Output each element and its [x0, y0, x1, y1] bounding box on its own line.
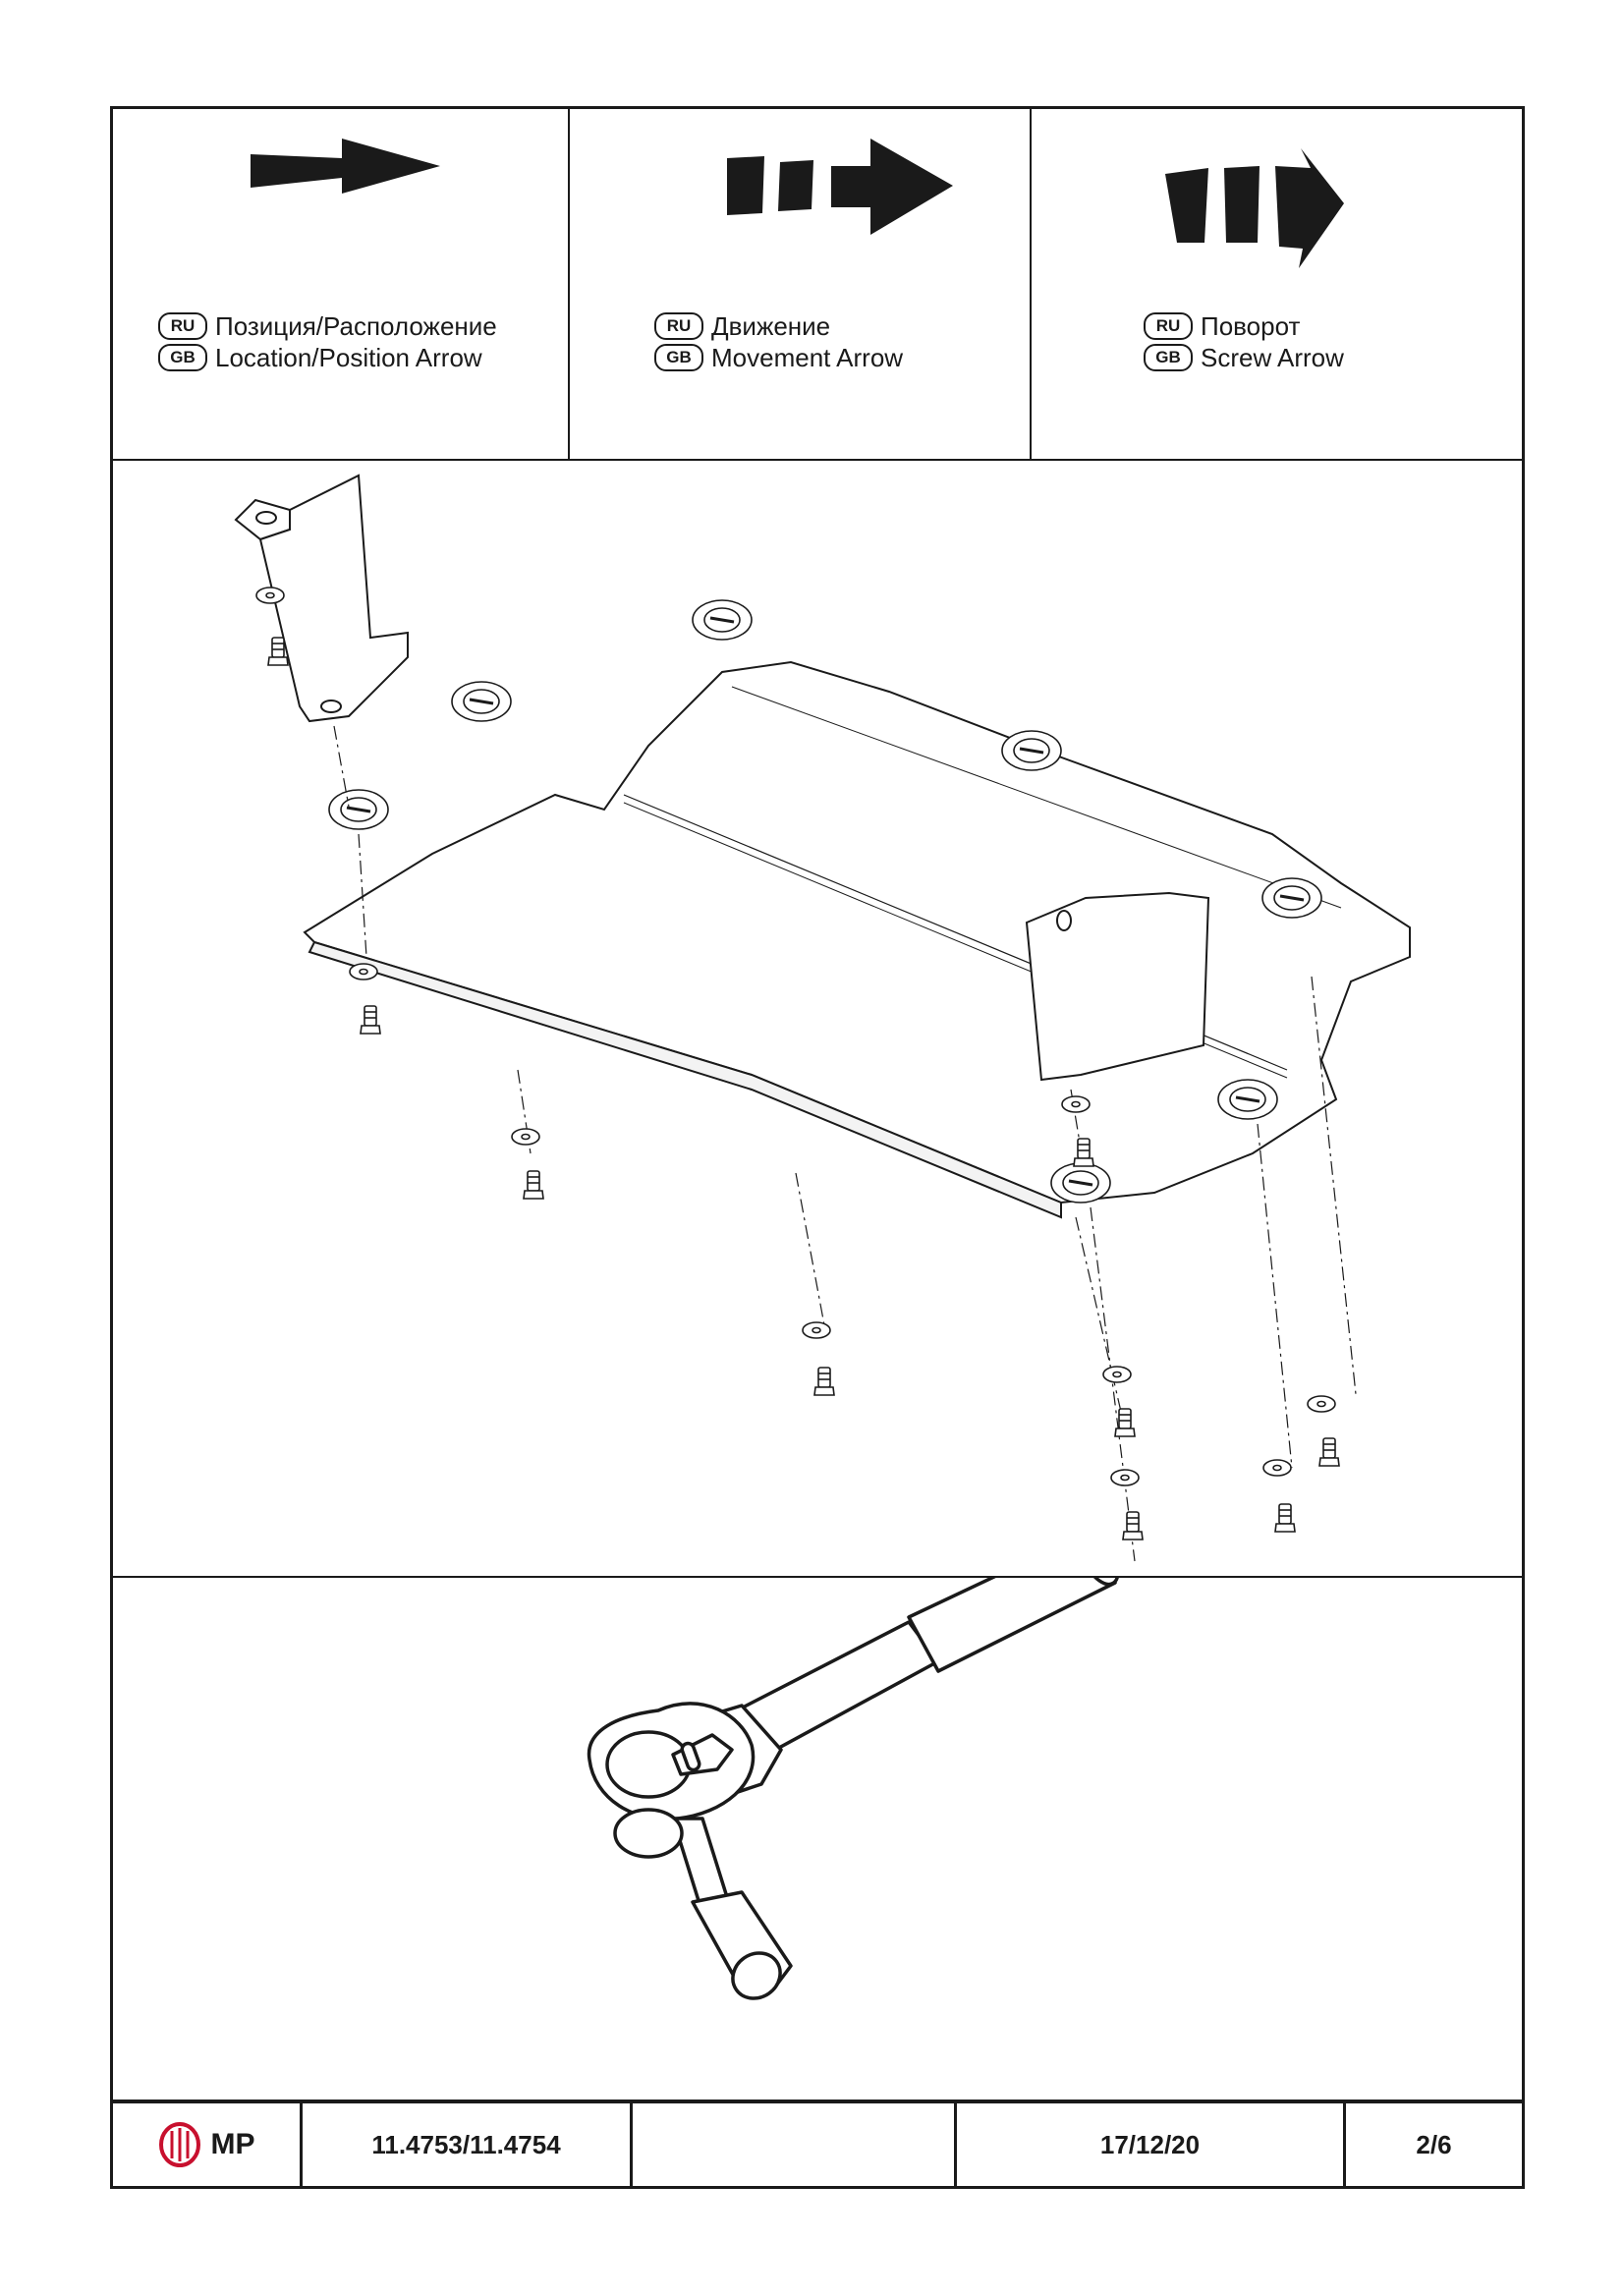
legend-text-screw: RU Поворот GB Screw Arrow [1144, 310, 1344, 373]
legend-text-movement: RU Движение GB Movement Arrow [654, 310, 903, 373]
ratchet-wrench-icon [587, 1578, 1120, 2000]
mounting-bracket-left [234, 474, 409, 723]
legend-cell-location: RU Позиция/Расположение GB Location/Positi… [113, 109, 568, 459]
legend-gb-label: Screw Arrow [1201, 343, 1344, 372]
tool-panel [113, 1578, 1522, 2108]
center-lines [333, 725, 1357, 1562]
screw-arrow-icon [1165, 148, 1344, 268]
page-number: 2/6 [1343, 2103, 1522, 2186]
legend-ru-label: Позиция/Расположение [215, 311, 497, 341]
ru-badge: RU [654, 312, 703, 340]
ru-badge: RU [1144, 312, 1193, 340]
gb-badge: GB [158, 344, 207, 371]
mp-logo-icon [158, 2122, 200, 2167]
legend-ru-label: Движение [711, 311, 831, 341]
gb-badge: GB [1144, 344, 1193, 371]
brand-logo-text: MP [210, 2128, 255, 2160]
legend-cell-screw: RU Поворот GB Screw Arrow [1030, 109, 1525, 459]
document-date: 17/12/20 [954, 2103, 1343, 2186]
gb-badge: GB [654, 344, 703, 371]
mounting-bracket-right [1025, 891, 1210, 1082]
arrow-legend: RU Позиция/Расположение GB Location/Positi… [113, 109, 1522, 461]
legend-cell-movement: RU Движение GB Movement Arrow [568, 109, 1030, 459]
blank-field [630, 2103, 954, 2186]
brand-logo-cell: MP [113, 2103, 300, 2186]
legend-gb-label: Location/Position Arrow [215, 343, 482, 372]
ru-badge: RU [158, 312, 207, 340]
skid-plate-assembly-illustration [234, 474, 1411, 1562]
movement-arrow-icon [727, 139, 953, 235]
legend-ru-label: Поворот [1201, 311, 1301, 341]
location-position-arrow-icon [251, 139, 440, 194]
document-frame: RU Позиция/Расположение GB Location/Positi… [110, 106, 1525, 2189]
assembly-drawing [113, 461, 1522, 1578]
skid-plate [303, 660, 1411, 1219]
legend-text-location: RU Позиция/Расположение GB Location/Positi… [158, 310, 497, 373]
part-number: 11.4753/11.4754 [300, 2103, 630, 2186]
legend-gb-label: Movement Arrow [711, 343, 904, 372]
title-block: MP 11.4753/11.4754 17/12/20 2/6 [113, 2100, 1522, 2186]
